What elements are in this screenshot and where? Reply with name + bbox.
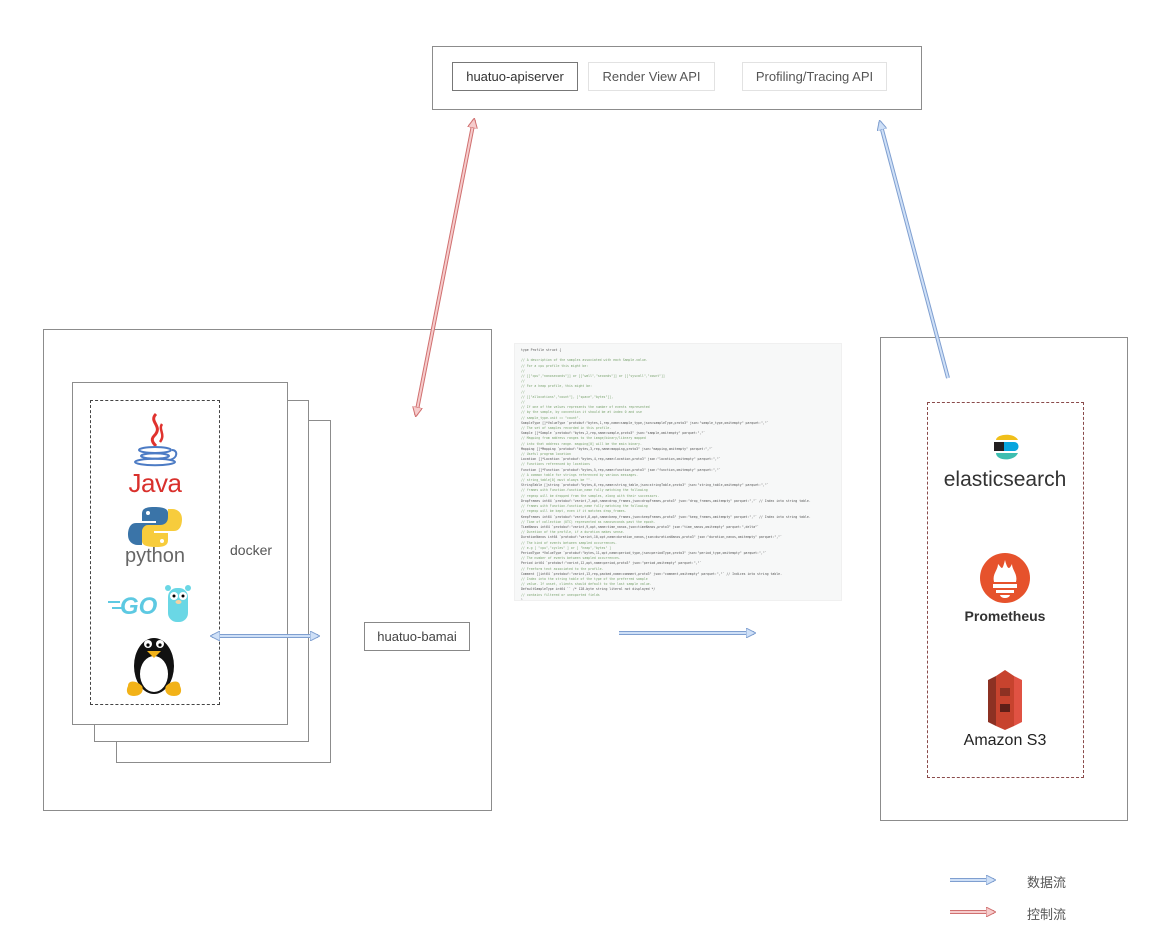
code-line: // into that address range. mapping[0] w… bbox=[521, 441, 642, 446]
code-line: // The number of events between sampled … bbox=[521, 556, 621, 561]
render-view-api-button[interactable]: Render View API bbox=[588, 62, 715, 91]
go-label: GO bbox=[120, 593, 158, 620]
code-line: // If one of the values represents the n… bbox=[521, 405, 650, 410]
code-line: // value. If unset, clients should defau… bbox=[521, 582, 652, 587]
code-line: // contains filtered or unexported field… bbox=[521, 592, 600, 597]
code-line: Period int64 `protobuf:"varint,12,opt,na… bbox=[521, 561, 702, 566]
code-line: // The kind of events between sampled oc… bbox=[521, 540, 617, 545]
docker-label: docker bbox=[230, 542, 273, 558]
code-line: DefaultSampleType int64 `` /* 128-byte s… bbox=[521, 587, 656, 592]
code-line: // [["cpu","nanoseconds"]] or [["wall","… bbox=[521, 374, 665, 379]
code-line: // Mapping from address ranges to the im… bbox=[521, 436, 646, 441]
code-line: // sample_type.unit == "count". bbox=[521, 415, 581, 420]
python-icon bbox=[128, 507, 182, 547]
code-line: PeriodType *ValueType `protobuf:"bytes,1… bbox=[521, 550, 767, 555]
prometheus-icon bbox=[980, 553, 1030, 603]
code-line: // Duration of the profile, if a duratio… bbox=[521, 530, 625, 535]
runtime-group bbox=[90, 400, 220, 705]
amazon-s3-icon bbox=[988, 670, 1022, 730]
code-line: StringTable []string `protobuf:"bytes,6,… bbox=[521, 483, 769, 488]
code-line: // frames with Function.function_name fu… bbox=[521, 488, 648, 493]
code-line: // by the sample, by convention it shoul… bbox=[521, 410, 642, 415]
code-line: Mapping []*Mapping `protobuf:"bytes,3,re… bbox=[521, 446, 713, 451]
legend-data-flow-label: 数据流 bbox=[1027, 876, 1067, 891]
code-line: // For a heap profile, this might be: bbox=[521, 384, 593, 389]
code-line: TimeNanos int64 `protobuf:"varint,9,opt,… bbox=[521, 524, 759, 529]
huatuo-apiserver-button[interactable]: huatuo-apiserver bbox=[452, 62, 578, 91]
code-line: // Functions referenced by locations bbox=[521, 462, 591, 467]
linux-tux-logo bbox=[122, 628, 186, 698]
linux-tux-icon bbox=[126, 638, 182, 696]
code-line: // [["allocations","count"], ["space","b… bbox=[521, 394, 614, 399]
code-line: DurationNanos int64 `protobuf:"varint,10… bbox=[521, 535, 782, 540]
code-line: KeepFrames int64 `protobuf:"varint,8,opt… bbox=[521, 514, 811, 519]
code-line: // bbox=[521, 379, 525, 384]
docker-container-front bbox=[72, 382, 288, 725]
code-line: // The set of samples recorded in this p… bbox=[521, 426, 612, 431]
code-line: } bbox=[521, 597, 523, 601]
code-line: // string_table[0] must always be "". bbox=[521, 478, 593, 483]
profile-struct-code: type Profile struct { // A description o… bbox=[514, 343, 842, 601]
java-label: Java bbox=[128, 468, 182, 498]
python-logo: python bbox=[120, 505, 190, 575]
code-line: // Time of collection (UTC) represented … bbox=[521, 519, 656, 524]
prometheus-label: Prometheus bbox=[964, 608, 1046, 624]
elasticsearch-label: elasticsearch bbox=[943, 468, 1067, 491]
code-lines: type Profile struct { // A description o… bbox=[521, 348, 835, 601]
prometheus-logo: Prometheus bbox=[930, 552, 1080, 632]
profiling-tracing-api-button[interactable]: Profiling/Tracing API bbox=[742, 62, 887, 91]
python-label: python bbox=[124, 545, 186, 567]
java-icon bbox=[134, 412, 178, 467]
code-line: // regexp will be kept, even if it match… bbox=[521, 509, 627, 514]
go-gopher-icon: GO bbox=[108, 585, 191, 622]
code-line: // Index into the string table of the ty… bbox=[521, 576, 648, 581]
code-line: SampleType []*ValueType `protobuf:"bytes… bbox=[521, 420, 769, 425]
code-line: // A description of the samples associat… bbox=[521, 358, 648, 363]
go-logo: GO bbox=[106, 582, 196, 626]
storage-backends-group bbox=[927, 402, 1084, 778]
code-line: DropFrames int64 `protobuf:"varint,7,opt… bbox=[521, 498, 811, 503]
code-line: Comment []int64 `protobuf:"varint,13,rep… bbox=[521, 571, 782, 576]
code-line: // regexp will be dropped from the sampl… bbox=[521, 493, 660, 498]
code-line: // bbox=[521, 400, 525, 405]
code-line: type Profile struct { bbox=[521, 348, 562, 352]
legend-control-flow-label: 控制流 bbox=[1027, 908, 1067, 923]
huatuo-bamai-box[interactable]: huatuo-bamai bbox=[364, 622, 470, 651]
code-line: Location []*Location `protobuf:"bytes,4,… bbox=[521, 457, 721, 462]
java-logo: Java bbox=[120, 410, 190, 500]
code-line: Function []*Function `protobuf:"bytes,5,… bbox=[521, 467, 721, 472]
code-line: Sample []*Sample `protobuf:"bytes,2,rep,… bbox=[521, 431, 706, 436]
code-line: // bbox=[521, 368, 525, 373]
code-line: // frames with Function.function_name fu… bbox=[521, 504, 648, 509]
code-line: // Useful program location bbox=[521, 452, 571, 457]
code-line: // e.g [ "cpu","cycles" ] or [ "heap","b… bbox=[521, 545, 612, 550]
code-line: // bbox=[521, 389, 525, 394]
elasticsearch-logo: elasticsearch bbox=[930, 430, 1080, 500]
code-line: // Freeform text associated to the profi… bbox=[521, 566, 604, 571]
amazon-s3-label: Amazon S3 bbox=[963, 732, 1047, 749]
amazon-s3-logo: Amazon S3 bbox=[930, 668, 1080, 758]
code-line: // A common table for strings referenced… bbox=[521, 472, 639, 477]
code-line: // For a cpu profile this might be: bbox=[521, 363, 589, 368]
elasticsearch-icon bbox=[994, 434, 1019, 460]
